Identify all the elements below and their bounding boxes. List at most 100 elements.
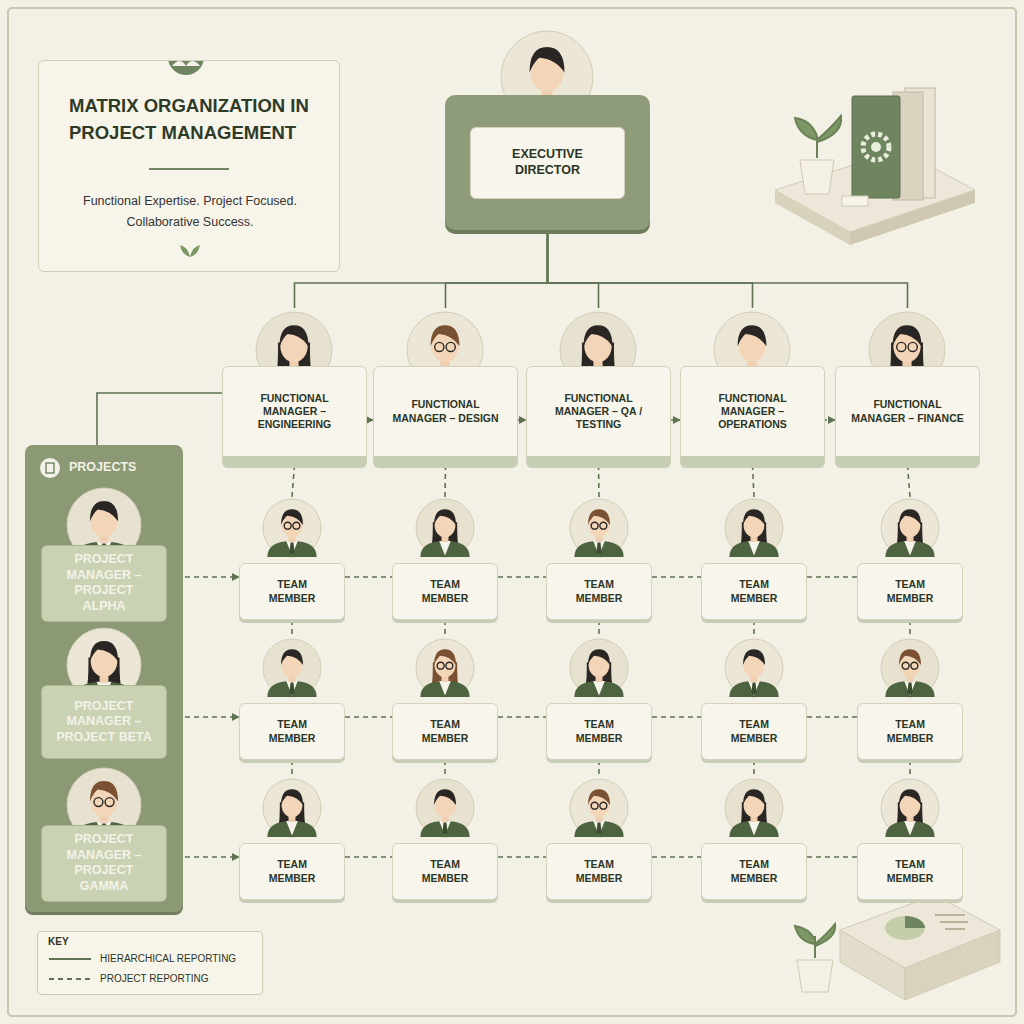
shirt: [439, 821, 451, 836]
hair: [431, 325, 460, 346]
person-avatar: [414, 637, 476, 699]
team-member-node: TEAM MEMBER: [392, 777, 498, 900]
reporting-line: [345, 716, 392, 718]
reporting-line: [807, 716, 857, 718]
person-avatar: [723, 637, 785, 699]
team-member-node: TEAM MEMBER: [857, 637, 963, 760]
person-avatar: [261, 777, 323, 839]
pie-chart: [905, 916, 925, 928]
reporting-line: [908, 465, 911, 497]
suit: [729, 821, 778, 837]
shirt: [904, 821, 916, 836]
reporting-line: [652, 716, 701, 718]
shirt: [439, 541, 451, 556]
node-label: TEAM MEMBER: [724, 578, 784, 604]
avatar-disc: [416, 779, 474, 837]
page-frame: [8, 8, 1016, 1016]
reporting-line: [518, 419, 526, 421]
person-avatar: [879, 497, 941, 559]
team-member-node: TEAM MEMBER: [239, 637, 345, 760]
team-member-node: TEAM MEMBER: [546, 777, 652, 900]
node-label: TEAM MEMBER: [569, 718, 629, 744]
avatar-disc: [881, 499, 939, 557]
clipboard-icon: [39, 457, 61, 479]
panel-header: PROJECTS: [39, 457, 136, 479]
hair: [743, 649, 765, 665]
tie: [442, 823, 447, 835]
clipboard: [46, 463, 54, 473]
reporting-line: [548, 230, 753, 308]
suit: [574, 681, 623, 697]
leaf-icon: [180, 245, 200, 257]
person-avatar: [879, 777, 941, 839]
glasses: [911, 662, 918, 669]
avatar-disc: [416, 639, 474, 697]
team-member-node: TEAM MEMBER: [239, 497, 345, 620]
person-avatar: [261, 497, 323, 559]
node-card: TEAM MEMBER: [392, 563, 498, 620]
paper-stack: [840, 930, 905, 1000]
tie: [907, 683, 912, 695]
legend-text: HIERARCHICAL REPORTING: [100, 953, 236, 964]
reporting-line: [807, 856, 857, 858]
tie: [596, 543, 601, 555]
node-label: TEAM MEMBER: [569, 858, 629, 884]
node-label: TEAM MEMBER: [880, 578, 940, 604]
node-label: FUNCTIONAL MANAGER – FINANCE: [849, 398, 967, 424]
node-card: TEAM MEMBER: [857, 843, 963, 900]
pie-chart: [885, 916, 925, 940]
glasses: [437, 662, 444, 669]
text-lines: [935, 915, 968, 929]
glasses: [284, 522, 291, 529]
team-icon: [172, 61, 200, 66]
node-card: FUNCTIONAL MANAGER – ENGINEERING: [222, 366, 367, 465]
avatar-disc: [263, 779, 321, 837]
paper-stack: [905, 930, 1000, 1000]
glasses: [600, 522, 607, 529]
avatar-disc: [725, 779, 783, 837]
hair: [434, 789, 456, 805]
suit: [885, 821, 934, 837]
legend-line-sample: [48, 974, 92, 984]
legend-box: KEYHIERARCHICAL REPORTINGPROJECT REPORTI…: [37, 931, 263, 995]
shirt: [904, 681, 916, 696]
person-avatar: [414, 497, 476, 559]
node-label: TEAM MEMBER: [415, 858, 475, 884]
hair: [899, 649, 921, 665]
reporting-line: [97, 393, 222, 445]
node-label: TEAM MEMBER: [880, 718, 940, 744]
person-avatar: [261, 637, 323, 699]
reporting-line: [345, 576, 392, 578]
team-member-node: TEAM MEMBER: [546, 497, 652, 620]
reporting-line: [598, 760, 600, 777]
node-label: FUNCTIONAL MANAGER – OPERATIONS: [694, 392, 812, 431]
person-avatar: [568, 777, 630, 839]
node-label: TEAM MEMBER: [724, 858, 784, 884]
suit: [729, 541, 778, 557]
avatar-disc: [725, 499, 783, 557]
hair: [588, 649, 610, 665]
avatar-disc: [416, 499, 474, 557]
person-avatar: [723, 777, 785, 839]
node-label: TEAM MEMBER: [415, 578, 475, 604]
gear-icon: [863, 134, 889, 160]
reports-illustration: [795, 895, 1000, 1000]
glasses: [591, 522, 598, 529]
node-card: FUNCTIONAL MANAGER – QA / TESTING: [526, 366, 671, 465]
reporting-line: [292, 465, 295, 497]
shirt: [748, 821, 760, 836]
glasses: [94, 798, 103, 807]
project-manager-node: PROJECT MANAGER – PROJECT BETA: [41, 620, 167, 760]
suit: [420, 541, 469, 557]
reporting-line: [671, 419, 680, 421]
suit: [574, 541, 623, 557]
reporting-line: [807, 576, 857, 578]
node-card: TEAM MEMBER: [546, 563, 652, 620]
reporting-line: [498, 856, 546, 858]
reporting-line: [909, 620, 911, 637]
hair: [588, 789, 610, 805]
node-card: TEAM MEMBER: [701, 703, 807, 760]
suit: [420, 681, 469, 697]
hair: [893, 325, 922, 346]
